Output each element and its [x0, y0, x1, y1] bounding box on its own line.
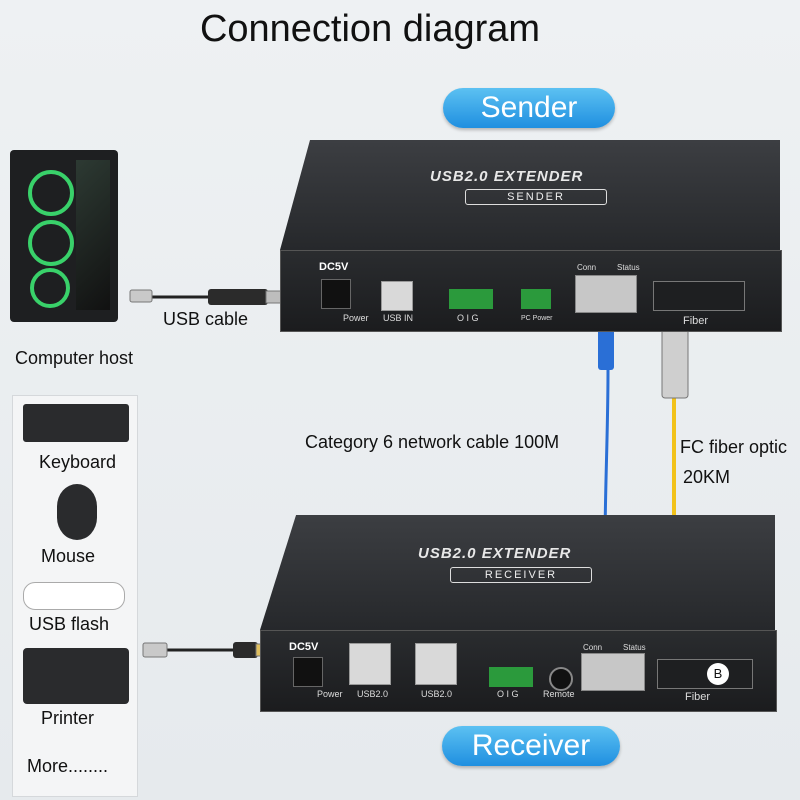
receiver-power: Power: [317, 689, 343, 699]
receiver-usb1: USB2.0: [357, 689, 389, 699]
sender-label: Sender: [443, 88, 615, 128]
printer-icon: [23, 648, 129, 704]
receiver-badge: B: [707, 663, 729, 685]
receiver-sub: RECEIVER: [450, 567, 592, 583]
mouse-icon: [57, 484, 97, 540]
sender-pc-power: PC Power: [521, 315, 553, 322]
receiver-remote: Remote: [543, 689, 575, 699]
sender-brand: USB2.0 EXTENDER: [430, 168, 584, 185]
receiver-device-top: USB2.0 EXTENDER RECEIVER: [260, 515, 775, 630]
peripheral-keyboard: Keyboard: [39, 452, 117, 472]
receiver-conn: Conn: [583, 643, 603, 652]
peripheral-usb-flash: USB flash: [29, 614, 110, 634]
sender-power: Power: [343, 313, 369, 323]
page-title: Connection diagram: [199, 8, 541, 50]
receiver-dc: DC5V: [289, 641, 319, 653]
sender-device-top: USB2.0 EXTENDER SENDER: [280, 140, 780, 250]
receiver-brand: USB2.0 EXTENDER: [418, 545, 572, 562]
cat6-label: Category 6 network cable 100M: [305, 432, 560, 452]
sender-oig: O I G: [457, 313, 479, 323]
usb-cable-label: USB cable: [163, 309, 249, 329]
computer-host-label: Computer host: [15, 348, 134, 368]
peripheral-mouse: Mouse: [41, 546, 96, 566]
fiber-label-2: 20KM: [683, 467, 731, 487]
receiver-fiber: Fiber: [685, 691, 711, 703]
fiber-label-1: FC fiber optic: [680, 437, 788, 457]
receiver-label: Receiver: [442, 726, 620, 766]
peripheral-more: More........: [27, 756, 109, 776]
peripheral-printer: Printer: [41, 708, 95, 728]
computer-tower: [10, 150, 118, 322]
sender-dc: DC5V: [319, 261, 349, 273]
keyboard-icon: [23, 404, 129, 442]
receiver-status: Status: [623, 643, 646, 652]
peripheral-panel: Keyboard Mouse USB flash Printer More...…: [12, 395, 138, 797]
sender-usb-in: USB IN: [383, 313, 414, 323]
sender-fiber: Fiber: [683, 315, 709, 327]
sender-conn: Conn: [577, 263, 597, 272]
receiver-oig: O I G: [497, 689, 519, 699]
sender-sub: SENDER: [465, 189, 607, 205]
sender-status: Status: [617, 263, 640, 272]
receiver-usb2: USB2.0: [421, 689, 453, 699]
receiver-device-front: DC5V Power USB2.0 USB2.0 O I G Remote Co…: [260, 630, 777, 712]
usb-flash-icon: [23, 582, 125, 610]
sender-device-front: DC5V Power USB IN O I G PC Power Conn St…: [280, 250, 782, 332]
